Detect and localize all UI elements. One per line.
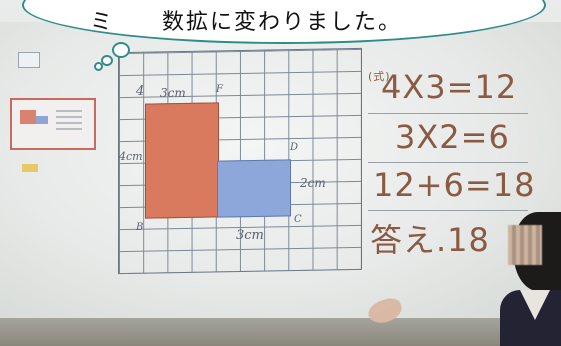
red-rectangle (145, 102, 219, 219)
slide-thumbnail-sidebar (8, 40, 98, 210)
label-vertex-d: D (290, 142, 299, 153)
slide-thumbnail-1-caption (48, 50, 76, 62)
equation-rule-2 (368, 162, 528, 163)
label-top-length: 3cm (160, 86, 186, 100)
label-top-left-number: 4 (136, 84, 145, 99)
student-face-blurred (508, 225, 542, 265)
board-bottom-edge (0, 318, 561, 346)
mini-red-shape (20, 110, 36, 124)
equation-line-1: 4X3=12 (381, 68, 518, 106)
label-vertex-b: B (136, 222, 144, 233)
thought-dot-large (112, 42, 130, 58)
equation-prefix: (式) (368, 70, 391, 83)
speech-bubble-text: ミ 数拡に変わりました。 (89, 10, 402, 35)
equation-line-3: 12+6=18 (373, 166, 536, 204)
label-vertex-c: C (294, 214, 302, 225)
answer-line: 答え.18 (370, 221, 490, 259)
blue-rectangle (217, 159, 291, 218)
label-right-length: 2cm (300, 176, 326, 190)
thought-dot-medium (101, 55, 113, 66)
slide-thumbnail-3 (22, 164, 38, 172)
mini-text-lines (56, 110, 82, 130)
label-vertex-f: F (216, 84, 223, 95)
slide-thumbnail-2-selected (10, 98, 96, 150)
equation-line-2: 3X2=6 (395, 118, 510, 156)
equation-rule-3 (368, 210, 528, 211)
mini-blue-shape (36, 116, 48, 124)
slide-thumbnail-1 (18, 52, 40, 68)
equation-rule-1 (368, 113, 528, 114)
label-left-length: 4cm (119, 150, 143, 163)
label-bottom-length: 3cm (236, 228, 264, 243)
thought-dot-small (94, 62, 103, 71)
